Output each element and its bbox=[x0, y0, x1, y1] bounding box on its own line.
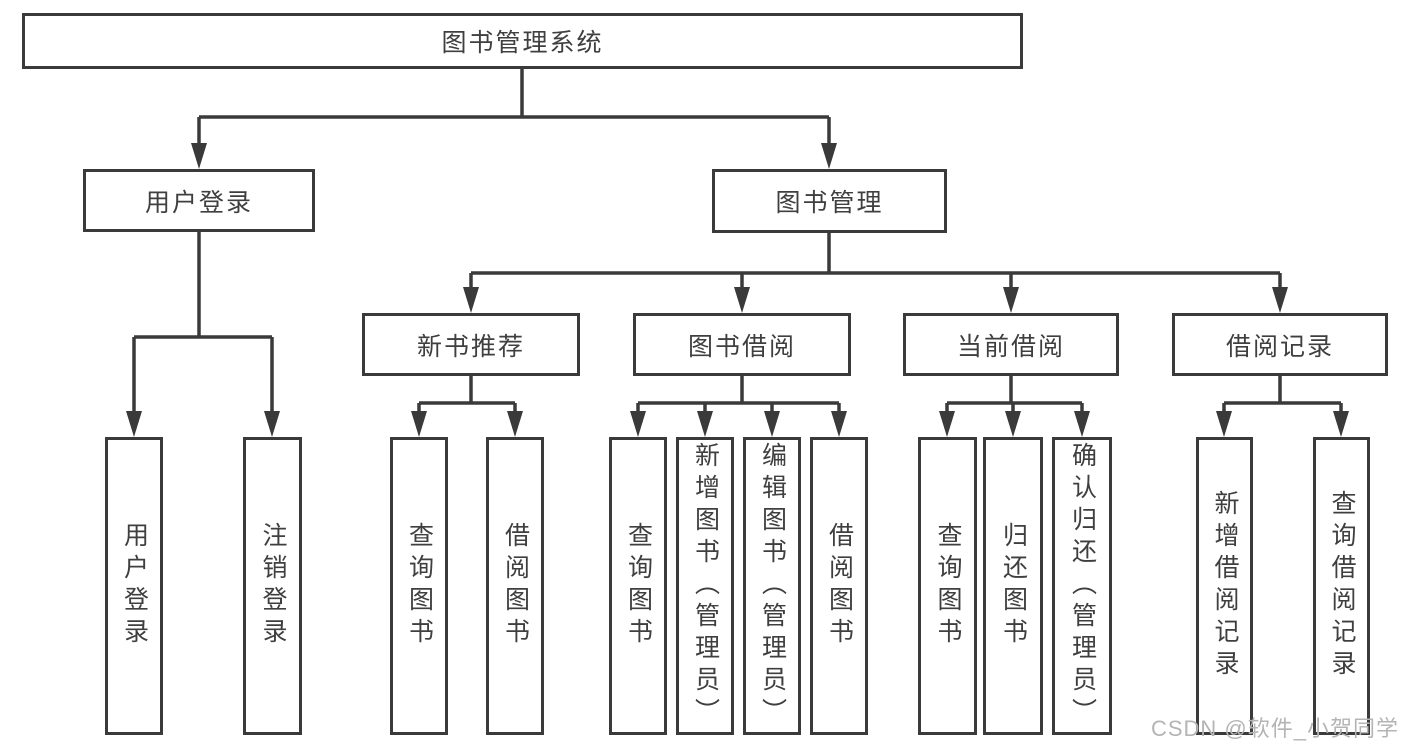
node-leaf-user-login: 用户登录 bbox=[105, 437, 163, 735]
node-label: 查询图书 bbox=[624, 522, 653, 650]
node-leaf-query-books-cb: 查询图书 bbox=[918, 437, 977, 735]
node-label: 注销登录 bbox=[259, 522, 287, 650]
node-label: 查询借阅记录 bbox=[1328, 490, 1356, 682]
node-user-login: 用户登录 bbox=[83, 169, 315, 232]
node-label: 新增借阅记录 bbox=[1211, 490, 1239, 682]
node-leaf-query-books-rec: 查询图书 bbox=[390, 437, 448, 735]
node-label: 查询图书 bbox=[934, 522, 962, 650]
node-label: 图书管理 bbox=[775, 189, 884, 217]
node-leaf-query-books-bb: 查询图书 bbox=[609, 437, 667, 735]
node-label: 查询图书 bbox=[405, 522, 434, 650]
node-leaf-add-books-admin: 新增图书（管理员） bbox=[676, 437, 734, 735]
csdn-watermark: CSDN @软件_小贺同学 bbox=[1150, 716, 1399, 741]
node-label: 确认归还（管理员） bbox=[1068, 442, 1097, 730]
node-leaf-borrow-books-rec: 借阅图书 bbox=[486, 437, 544, 735]
node-label: 编辑图书（管理员） bbox=[758, 442, 787, 730]
node-label: 借阅图书 bbox=[501, 522, 530, 650]
node-leaf-borrow-books-bb: 借阅图书 bbox=[810, 437, 868, 735]
node-book-borrowing: 图书借阅 bbox=[633, 313, 851, 376]
node-leaf-confirm-return-admin: 确认归还（管理员） bbox=[1052, 437, 1112, 735]
node-label: 图书管理系统 bbox=[441, 29, 604, 57]
node-leaf-add-borrow-record: 新增借阅记录 bbox=[1196, 437, 1253, 735]
node-label: 借阅图书 bbox=[825, 522, 854, 650]
node-label: 归还图书 bbox=[999, 522, 1028, 650]
node-label: 用户登录 bbox=[144, 188, 253, 217]
node-borrowing-records: 借阅记录 bbox=[1172, 313, 1388, 376]
node-leaf-query-borrow-record: 查询借阅记录 bbox=[1313, 437, 1370, 735]
node-label: 新增图书（管理员） bbox=[691, 442, 720, 730]
node-label: 当前借阅 bbox=[956, 332, 1065, 361]
node-leaf-edit-books-admin: 编辑图书（管理员） bbox=[743, 437, 801, 735]
node-leaf-return-books: 归还图书 bbox=[983, 437, 1043, 735]
node-label: 图书借阅 bbox=[687, 332, 796, 361]
node-book-management: 图书管理 bbox=[712, 169, 947, 233]
node-label: 借阅记录 bbox=[1225, 332, 1334, 361]
node-new-book-recommendation: 新书推荐 bbox=[362, 313, 580, 376]
node-current-borrowing: 当前借阅 bbox=[903, 313, 1119, 376]
node-leaf-logout: 注销登录 bbox=[243, 437, 302, 735]
node-library-management-system: 图书管理系统 bbox=[22, 13, 1023, 69]
node-label: 新书推荐 bbox=[416, 332, 525, 361]
node-label: 用户登录 bbox=[120, 522, 149, 650]
